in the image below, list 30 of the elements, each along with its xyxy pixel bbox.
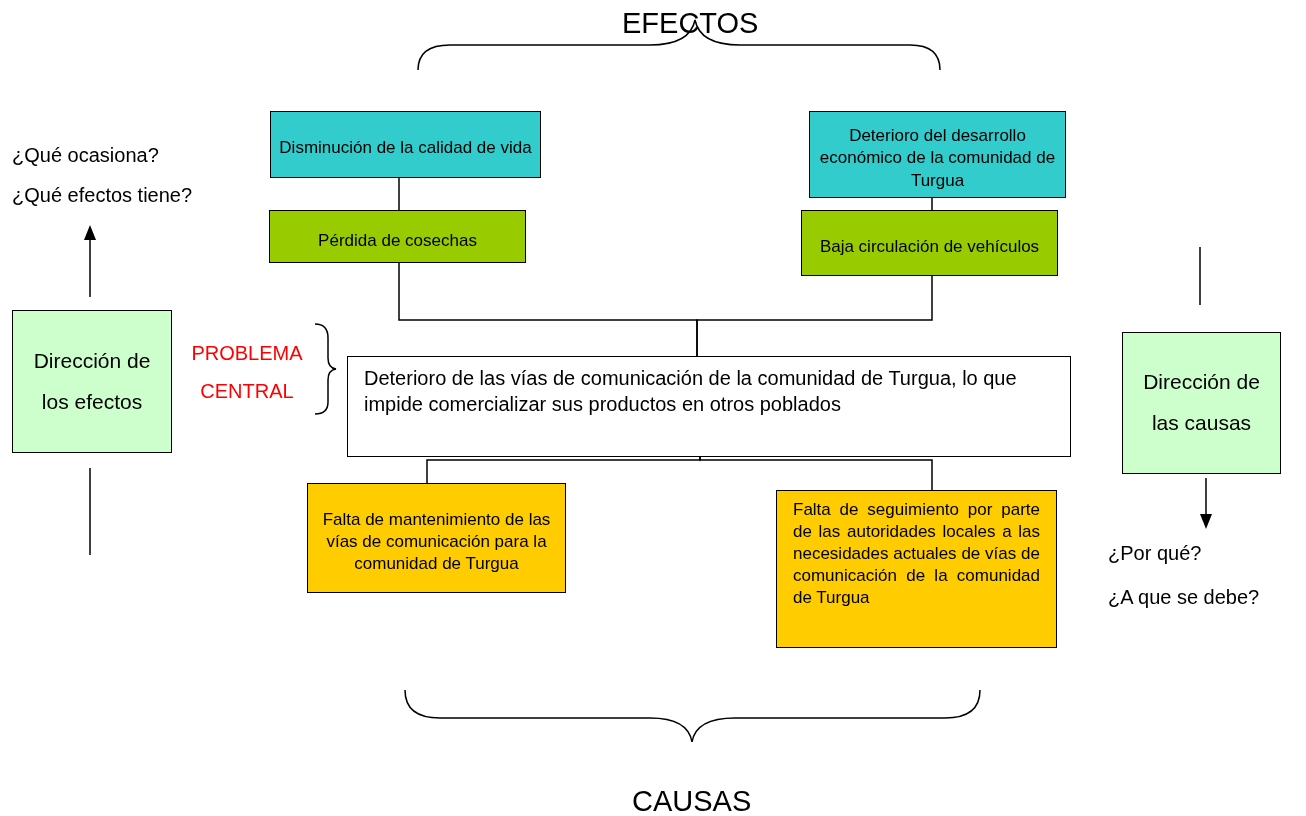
cause-box: [307, 483, 566, 593]
connector-line: [696, 275, 933, 357]
question-text: ¿Qué efectos tiene?: [12, 183, 193, 208]
box-text: Falta de mantenimiento de las vías de comunicación para la comunidad de Turgua: [321, 508, 552, 576]
effect-box: [809, 111, 1066, 198]
box-text: Pérdida de cosechas: [317, 229, 478, 252]
connector-line: [931, 197, 933, 211]
effect-box: [270, 111, 541, 178]
direction-box: [1122, 332, 1281, 474]
box-text: Disminución de la calidad de vida: [278, 137, 533, 160]
box-text: Baja circulación de vehículos: [818, 235, 1041, 258]
box-text: Falta de seguimiento por parte de las autoridades locales a las necesidades actuales de vías de comunicación de la comunidad de Turgua: [793, 499, 1040, 610]
effect-box: [269, 210, 526, 263]
effect-box: [801, 210, 1058, 276]
central-problem-box: [347, 356, 1071, 457]
question-text: ¿A que se debe?: [1108, 585, 1260, 610]
box-text: Dirección de los efectos: [32, 347, 152, 415]
box-text: Dirección de las causas: [1142, 369, 1261, 436]
box-text: Deterioro del desarrollo económico de la comunidad de Turgua: [818, 125, 1057, 192]
direction-box: [12, 310, 172, 453]
problem-label: PROBLEMA CENTRAL: [190, 341, 304, 404]
section-heading: CAUSAS: [632, 784, 752, 816]
cause-box: [776, 490, 1057, 648]
section-heading: EFECTOS: [622, 6, 759, 41]
box-text: Deterioro de las vías de comunicación de la comunidad de Turgua, lo que impide comercializar sus productos en otros poblados: [364, 366, 1018, 417]
question-text: ¿Qué ocasiona?: [12, 143, 159, 168]
connector-line: [699, 456, 933, 491]
connector-line: [398, 177, 400, 211]
question-text: ¿Por qué?: [1108, 541, 1202, 566]
connector-line: [426, 456, 701, 484]
